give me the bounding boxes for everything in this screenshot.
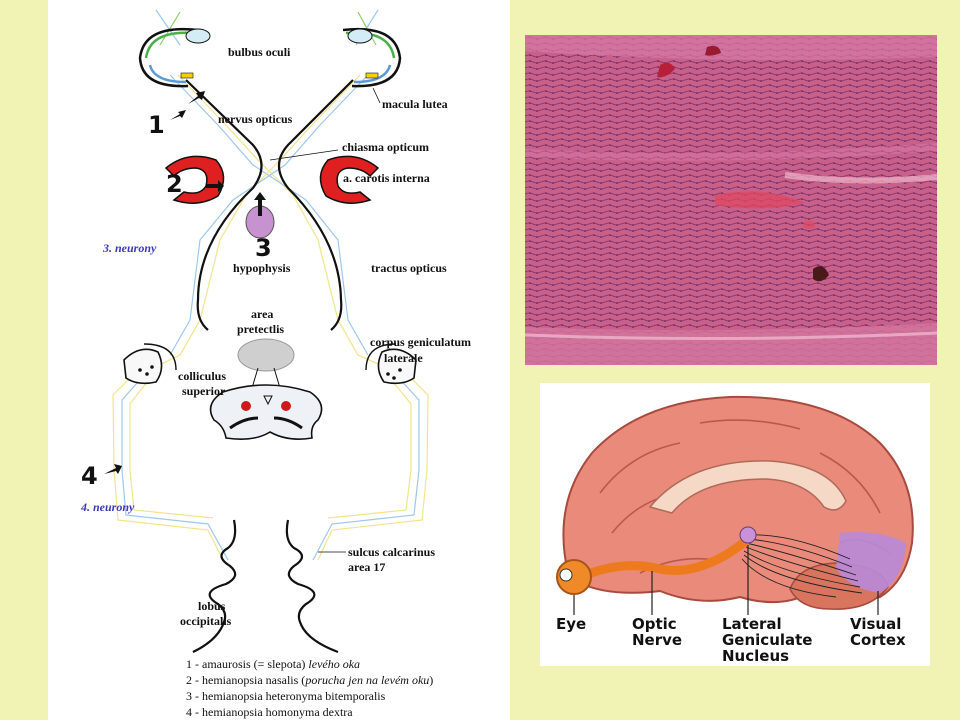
pretectal-arrows [251, 367, 281, 389]
left-carotis-shape [164, 155, 225, 204]
optic-nerve-shape [571, 536, 751, 584]
label-colliculus: colliculus [178, 369, 226, 383]
area-pretectalis-shape [237, 338, 295, 372]
label-sulcus-calcarinus: sulcus calcarinus [348, 545, 435, 559]
marker-1: 1 [148, 111, 165, 139]
label-superior: superior [182, 384, 226, 398]
histology-svg [525, 35, 937, 365]
label-pretectlis: pretectlis [237, 322, 284, 336]
legend-item-1: 1 - amaurosis (= slepota) levého oka [186, 657, 361, 671]
brain-label-optic: Optic [632, 615, 677, 633]
label-corpus-geniculatum: corpus geniculatum [370, 335, 471, 349]
brain-label-visual: Visual [850, 615, 901, 633]
legend-item-3: 3 - hemianopsia heteronyma bitemporalis [186, 689, 386, 703]
label-occipitalis: occipitalis [180, 614, 232, 628]
label-3-neurony: 3. neurony [102, 241, 157, 255]
brain-label-lateral: Lateral [722, 615, 782, 633]
label-tractus-opticus: tractus opticus [371, 261, 447, 275]
label-4-neurony: 4. neurony [80, 500, 135, 514]
marker-2: 2 [166, 170, 183, 198]
brain-pointer-lines [573, 545, 879, 615]
lgn-shape [739, 526, 757, 544]
brain-label-eye: Eye [556, 615, 586, 633]
left-eyeball [138, 27, 211, 88]
label-laterale: laterale [384, 351, 423, 365]
marker-3: 3 [255, 234, 272, 262]
label-carotis-interna: a. carotis interna [343, 171, 430, 185]
brain-label-geniculate: Geniculate [722, 631, 812, 649]
right-eyeball [342, 27, 402, 88]
label-area: area [251, 307, 273, 321]
visual-pathway-svg: 1 2 3 4 bulbus oculi macula lutea nervus… [80, 9, 471, 654]
pointer-lines [269, 87, 381, 553]
marker-4: 4 [81, 462, 98, 490]
left-lgn-shape [123, 348, 163, 385]
fibre-pathways [112, 9, 429, 561]
corpus-callosum-shape [648, 460, 847, 514]
label-bulbus-oculi: bulbus oculi [228, 45, 291, 59]
legend-item-4: 4 - hemianopsia homonyma dextra [186, 705, 353, 719]
brain-label-cortex: Cortex [850, 631, 906, 649]
occipital-lobes [192, 519, 339, 654]
label-chiasma-opticum: chiasma opticum [342, 140, 429, 154]
label-hypophysis: hypophysis [233, 261, 291, 275]
midbrain-section [209, 384, 323, 440]
lesion-legend: 1 - amaurosis (= slepota) levého oka 2 -… [186, 656, 506, 720]
lesion-arrows [104, 91, 266, 474]
brain-label-nucleus: Nucleus [722, 647, 789, 665]
label-macula-lutea: macula lutea [382, 97, 448, 111]
eye-lens [559, 568, 573, 582]
legend-item-2: 2 - hemianopsia nasalis (porucha jen na … [186, 673, 434, 687]
label-area-17: area 17 [348, 560, 385, 574]
brain-svg: Eye Optic Nerve Lateral Geniculate Nucle… [556, 395, 914, 665]
pathway-outline [143, 79, 397, 371]
right-lgn-shape [377, 348, 417, 385]
visual-pathway-diagram: 1 2 3 4 bulbus oculi macula lutea nervus… [48, 0, 510, 720]
optic-nerve-histology-image [525, 35, 937, 365]
brain-shape [562, 395, 914, 604]
visual-cortex-shape [836, 532, 906, 593]
eye-shape [556, 559, 592, 595]
label-lobus: lobus [198, 599, 226, 613]
brain-label-nerve: Nerve [632, 631, 682, 649]
label-nervus-opticus: nervus opticus [218, 112, 293, 126]
right-carotis-shape [319, 155, 380, 204]
brain-visual-pathway-illustration: Eye Optic Nerve Lateral Geniculate Nucle… [540, 383, 930, 666]
